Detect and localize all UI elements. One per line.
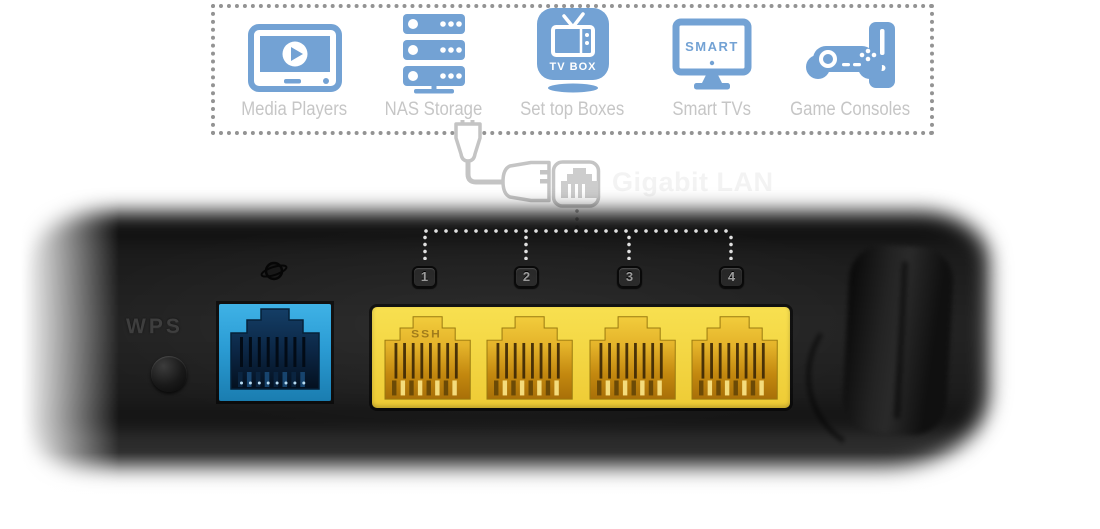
set-top-box-icon: TV BOX xyxy=(536,8,609,93)
ethernet-cable-connector xyxy=(454,120,601,208)
wan-port xyxy=(219,304,331,401)
ssh-marking: SSH xyxy=(411,328,442,341)
lan-jack: SSH xyxy=(384,316,471,400)
lan-port-4 xyxy=(688,313,781,402)
dotted-mapping-line xyxy=(421,229,734,233)
media-player-icon xyxy=(247,24,342,92)
tv-box-text: TV BOX xyxy=(549,61,596,73)
supported-devices-panel: Media Players NAS Storage xyxy=(211,4,934,135)
dotted-mapping-drop xyxy=(729,234,733,260)
device-smart-tvs: SMART Smart TVs xyxy=(642,18,781,121)
lan-jack xyxy=(486,316,573,400)
rj45-plug-down-icon xyxy=(454,122,482,163)
device-set-top-boxes: TV BOX Set top Boxes xyxy=(503,6,642,121)
nas-storage-icon xyxy=(402,14,465,94)
smart-tv-icon: SMART xyxy=(672,18,751,90)
photo-fade-bottom xyxy=(0,420,1100,529)
device-label: Smart TVs xyxy=(672,99,751,120)
port-number-tag: 3 xyxy=(617,266,642,288)
plug-pin xyxy=(540,179,549,184)
dotted-mapping-drop xyxy=(423,234,427,260)
lan-port-1: SSH xyxy=(381,313,474,402)
device-label: Set top Boxes xyxy=(520,99,625,120)
lan-port-block: SSH xyxy=(372,307,790,408)
plug-pin xyxy=(540,170,549,175)
port-number-tag: 2 xyxy=(514,266,539,288)
device-label: NAS Storage xyxy=(384,99,483,120)
lan-jack xyxy=(589,316,676,400)
device-media-players: Media Players xyxy=(225,24,364,121)
wan-globe-icon xyxy=(260,261,288,281)
dotted-mapping-drop xyxy=(627,234,631,260)
device-label: Media Players xyxy=(241,99,348,120)
lan-jack xyxy=(691,316,778,400)
port-number-tag: 4 xyxy=(719,266,744,288)
dotted-mapping-drop xyxy=(524,234,528,260)
game-console-icon xyxy=(805,22,895,88)
wps-button xyxy=(151,356,187,392)
cable xyxy=(465,161,503,185)
port-number-tag: 1 xyxy=(412,266,437,288)
lan-port-2 xyxy=(483,313,576,402)
smart-text: SMART xyxy=(685,39,739,54)
lan-port-3 xyxy=(586,313,679,402)
rj45-plug-right-icon xyxy=(501,160,551,203)
gigabit-lan-watermark: Gigabit LAN xyxy=(612,167,774,197)
device-label: Game Consoles xyxy=(790,99,911,120)
device-nas-storage: NAS Storage xyxy=(364,12,503,121)
device-game-consoles: Game Consoles xyxy=(781,20,920,121)
